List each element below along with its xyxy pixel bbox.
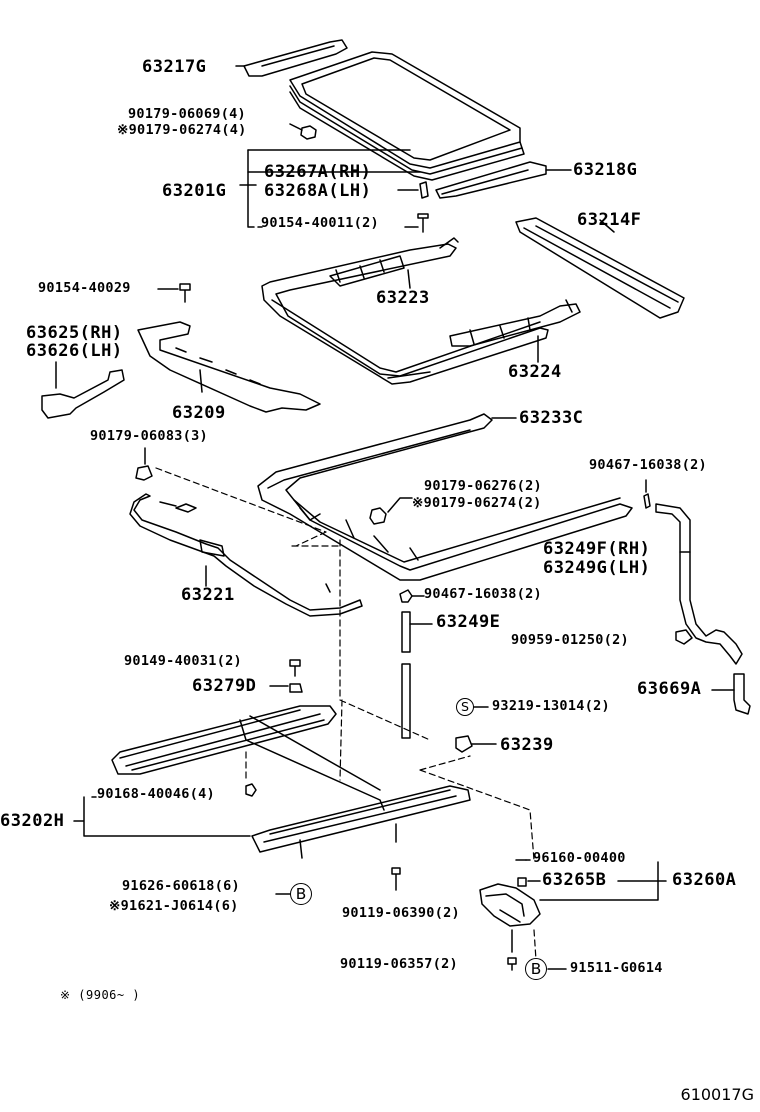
part-screw-40029 bbox=[179, 283, 191, 303]
part-label-91626-60618: 91626-60618(6) bbox=[122, 878, 240, 894]
part-63221-cable bbox=[129, 493, 363, 617]
part-63217g bbox=[243, 39, 348, 77]
part-screw-40011 bbox=[417, 213, 429, 233]
part-label-96160-00400: 96160-00400 bbox=[533, 850, 626, 866]
part-label-63265b: 63265B bbox=[542, 870, 607, 890]
part-label-90959-01250: 90959-01250(2) bbox=[511, 632, 629, 648]
part-label-63268a: 63268A(LH) bbox=[264, 181, 372, 201]
part-label-90154-40029: 90154-40029 bbox=[38, 280, 131, 296]
part-label-63201g: 63201G bbox=[162, 181, 227, 201]
part-label-91511-g0614: 91511-G0614 bbox=[570, 960, 663, 976]
part-63223-frame bbox=[261, 243, 549, 385]
part-bolt-40046 bbox=[245, 783, 257, 797]
part-screw-40031 bbox=[289, 659, 301, 677]
part-label-90179-06069: 90179-06069(4) bbox=[128, 106, 246, 122]
marker-s: S bbox=[456, 698, 474, 716]
part-63267a-clip bbox=[419, 181, 429, 199]
part-label-63214f: 63214F bbox=[577, 210, 642, 230]
part-nut-top bbox=[300, 125, 317, 140]
part-label-91621-j0614: ※91621-J0614(6) bbox=[109, 898, 239, 914]
part-63224-regulator bbox=[449, 299, 581, 347]
part-label-63221: 63221 bbox=[181, 585, 235, 605]
part-label-63249f: 63249F(RH) bbox=[543, 539, 651, 559]
part-nut-06083 bbox=[135, 465, 153, 481]
part-label-90179-06276: 90179-06276(2) bbox=[424, 478, 542, 494]
part-label-63223: 63223 bbox=[376, 288, 430, 308]
part-label-note: ※ (9906~ ) bbox=[60, 988, 141, 1002]
part-label-63249e: 63249E bbox=[436, 612, 501, 632]
part-label-90119-06357: 90119-06357(2) bbox=[340, 956, 458, 972]
part-label-90179-06274-b: ※90179-06274(2) bbox=[412, 495, 542, 511]
part-63669a bbox=[733, 673, 751, 715]
part-label-63249g: 63249G(LH) bbox=[543, 558, 651, 578]
part-label-90154-40011: 90154-40011(2) bbox=[261, 215, 379, 231]
part-label-90467-16038-a: 90467-16038(2) bbox=[589, 457, 707, 473]
part-label-63625: 63625(RH) bbox=[26, 323, 123, 343]
part-63218g bbox=[435, 161, 547, 199]
part-label-93219-13014: 93219-13014(2) bbox=[492, 698, 610, 714]
marker-b-left: B bbox=[290, 883, 312, 905]
part-nut-06276 bbox=[369, 507, 387, 525]
part-63249e-tube bbox=[401, 611, 411, 739]
part-label-90179-06274-a: ※90179-06274(4) bbox=[117, 122, 247, 138]
marker-b-right: B bbox=[525, 958, 547, 980]
part-clip-16038-a bbox=[643, 493, 651, 509]
part-label-90119-06390: 90119-06390(2) bbox=[342, 905, 460, 921]
diagram-reference-code: 610017G bbox=[680, 1085, 754, 1104]
part-63625-bracket bbox=[41, 369, 125, 419]
part-label-90168-40046: 90168-40046(4) bbox=[97, 786, 215, 802]
part-63209-bracket bbox=[137, 321, 321, 413]
part-label-90467-16038-b: 90467-16038(2) bbox=[424, 586, 542, 602]
part-63249f-hose bbox=[655, 503, 743, 665]
part-label-63202h: 63202H bbox=[0, 811, 65, 831]
part-clip-16038-b bbox=[399, 589, 413, 603]
part-63279d bbox=[289, 683, 303, 693]
part-label-90179-06083: 90179-06083(3) bbox=[90, 428, 208, 444]
part-label-63267a: 63267A(RH) bbox=[264, 162, 372, 182]
part-label-63669a: 63669A bbox=[637, 679, 702, 699]
part-63214f bbox=[515, 217, 685, 319]
part-label-63239: 63239 bbox=[500, 735, 554, 755]
part-label-63260a: 63260A bbox=[672, 870, 737, 890]
part-label-63224: 63224 bbox=[508, 362, 562, 382]
part-63260a-motor bbox=[479, 883, 541, 927]
part-63233c-housing bbox=[257, 413, 633, 581]
part-label-63626: 63626(LH) bbox=[26, 341, 123, 361]
part-label-63233c: 63233C bbox=[519, 408, 584, 428]
part-63202h-rails bbox=[111, 705, 337, 775]
dashed-guide-lines bbox=[155, 467, 537, 961]
part-63239 bbox=[455, 735, 473, 753]
part-label-63279d: 63279D bbox=[192, 676, 257, 696]
part-clamp-01250 bbox=[675, 629, 693, 645]
part-label-90149-40031: 90149-40031(2) bbox=[124, 653, 242, 669]
part-bolt-06357 bbox=[507, 957, 517, 971]
part-label-63218g: 63218G bbox=[573, 160, 638, 180]
part-label-63217g: 63217G bbox=[142, 57, 207, 77]
part-bolt-06390 bbox=[391, 867, 401, 891]
part-label-63209: 63209 bbox=[172, 403, 226, 423]
